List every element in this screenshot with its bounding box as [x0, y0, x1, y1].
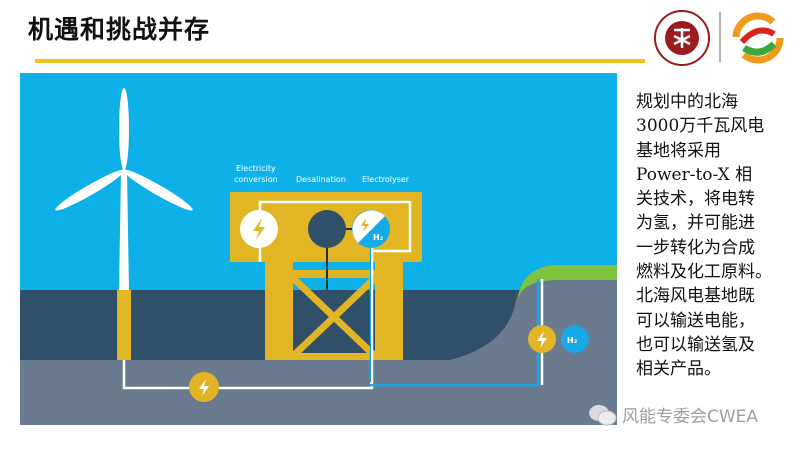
- title-underline: [35, 59, 645, 63]
- description-line: 3000万千瓦风电: [636, 116, 765, 137]
- description-line: 一步转化为合成: [636, 237, 755, 258]
- power-to-x-diagram: H₂ H₂ Electricity conversion Desalinatio…: [20, 73, 617, 425]
- watermark: 风能专委会CWEA: [588, 402, 758, 427]
- watermark-text: 风能专委会CWEA: [622, 407, 759, 427]
- slide-title: 机遇和挑战并存: [28, 15, 211, 44]
- description-line: 关技术，将电转: [636, 189, 755, 210]
- svg-text:conversion: conversion: [234, 175, 278, 184]
- svg-text:Desalination: Desalination: [296, 175, 346, 184]
- wechat-icon: [589, 404, 617, 425]
- shore-electricity-icon: [528, 325, 556, 353]
- description-line: 相关产品。: [636, 359, 721, 380]
- description-line: Power-to-X 相: [636, 164, 753, 185]
- desalination-icon: [308, 210, 346, 248]
- header-logos: [654, 10, 784, 66]
- seabed-electricity-icon: [189, 372, 219, 402]
- electricity-conversion-icon: [240, 210, 278, 248]
- svg-text:H₂: H₂: [373, 233, 384, 242]
- description-text: 规划中的北海 3000万千瓦风电 基地将采用 Power-to-X 相 关技术，…: [636, 90, 796, 382]
- description-line: 为氢，并可能进: [636, 213, 755, 234]
- description-line: 可以输送电能，: [636, 310, 755, 331]
- cwea-logo: [732, 12, 784, 64]
- description-line: 基地将采用: [636, 140, 721, 161]
- peking-university-logo: [654, 10, 710, 66]
- svg-text:Electricity: Electricity: [236, 164, 276, 173]
- shore-hydrogen-icon: H₂: [561, 325, 589, 353]
- description-line: 也可以输送氢及: [636, 334, 755, 355]
- description-line: 北海风电基地既: [636, 286, 755, 307]
- description-line: 规划中的北海: [636, 92, 738, 112]
- svg-text:Electrolyser: Electrolyser: [362, 175, 410, 184]
- electrolyser-icon: H₂: [352, 210, 390, 248]
- wind-turbine: [55, 88, 193, 360]
- description-line: 燃料及化工原料。: [636, 262, 772, 283]
- svg-text:H₂: H₂: [567, 336, 578, 345]
